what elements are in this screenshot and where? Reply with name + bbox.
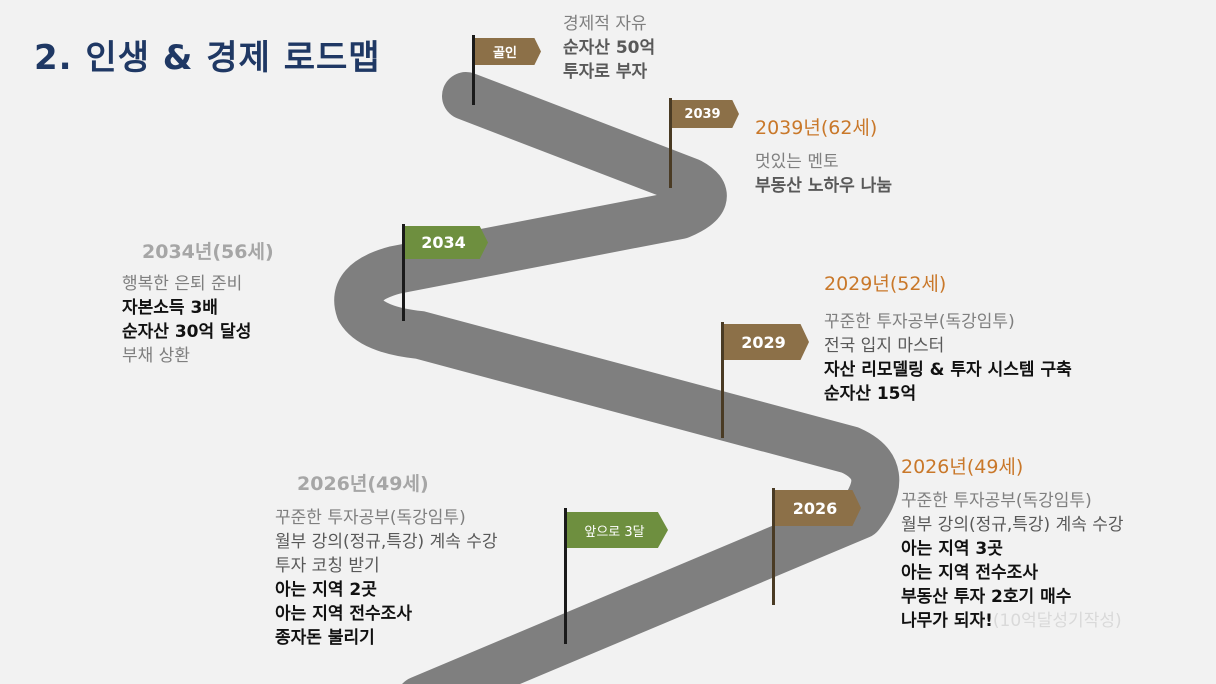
block-line: 월부 강의(정규,특강) 계속 수강 <box>275 532 498 552</box>
year-heading: 2026년(49세) <box>297 473 429 495</box>
goal-flag: 골인 <box>475 38 541 65</box>
flag-pole <box>669 98 672 188</box>
block-now: 2026년(49세) 꾸준한 투자공부(독강임투) 월부 강의(정규,특강) 계… <box>275 472 498 650</box>
block-line: 자산 리모델링 & 투자 시스템 구축 <box>824 360 1072 380</box>
flag-2029: 2029 <box>724 324 809 360</box>
block-line: 부채 상환 <box>122 346 190 366</box>
block-line: 순자산 15억 <box>824 384 917 404</box>
goal-line: 순자산 50억 <box>563 38 656 58</box>
block-line: 아는 지역 전수조사 <box>901 563 1038 583</box>
goal-block: 경제적 자유 순자산 50억 투자로 부자 <box>563 12 655 84</box>
year-heading: 2026년(49세) <box>901 456 1024 478</box>
flag-2039: 2039 <box>672 100 739 128</box>
block-line: 아는 지역 전수조사 <box>275 604 412 624</box>
year-heading: 2029년(52세) <box>824 273 947 295</box>
block-line: 월부 강의(정규,특강) 계속 수강 <box>901 515 1124 535</box>
goal-line: 투자로 부자 <box>563 62 648 82</box>
goal-line: 경제적 자유 <box>563 14 647 34</box>
flag-next-3-months: 앞으로 3달 <box>567 512 668 548</box>
block-2029: 2029년(52세) 꾸준한 투자공부(독강임투) 전국 입지 마스터 자산 리… <box>824 272 1072 406</box>
block-line: 나무가 되자! <box>901 611 993 631</box>
year-heading: 2039년(62세) <box>755 117 878 139</box>
block-line: 꾸준한 투자공부(독강임투) <box>275 508 466 528</box>
year-heading: 2034년(56세) <box>142 241 274 263</box>
block-line: 행복한 은퇴 준비 <box>122 274 243 294</box>
block-note: (10억달성기작성) <box>992 611 1122 631</box>
block-2026: 2026년(49세) 꾸준한 투자공부(독강임투) 월부 강의(정규,특강) 계… <box>901 455 1124 633</box>
block-line: 종자돈 불리기 <box>275 628 375 648</box>
flag-pole <box>472 35 475 105</box>
flag-2026: 2026 <box>775 490 861 526</box>
block-2034: 2034년(56세) 행복한 은퇴 준비 자본소득 3배 순자산 30억 달성 … <box>122 240 274 368</box>
block-line: 자본소득 3배 <box>122 298 218 318</box>
block-2039: 2039년(62세) 멋있는 멘토 부동산 노하우 나눔 <box>755 116 892 198</box>
flag-2034: 2034 <box>405 226 488 259</box>
block-line: 순자산 30억 달성 <box>122 322 252 342</box>
block-line: 꾸준한 투자공부(독강임투) <box>901 491 1092 511</box>
flag-pole <box>721 322 724 438</box>
block-line: 꾸준한 투자공부(독강임투) <box>824 312 1015 332</box>
flag-pole <box>402 224 405 321</box>
block-line: 아는 지역 2곳 <box>275 580 377 600</box>
page-title: 2. 인생 & 경제 로드맵 <box>34 38 381 78</box>
block-line: 부동산 노하우 나눔 <box>755 176 892 196</box>
block-line: 투자 코칭 받기 <box>275 556 380 576</box>
block-line: 아는 지역 3곳 <box>901 539 1003 559</box>
block-line: 전국 입지 마스터 <box>824 336 945 356</box>
block-line: 부동산 투자 2호기 매수 <box>901 587 1072 607</box>
flag-pole <box>772 488 775 605</box>
flag-pole <box>564 508 567 644</box>
block-line: 멋있는 멘토 <box>755 152 839 172</box>
